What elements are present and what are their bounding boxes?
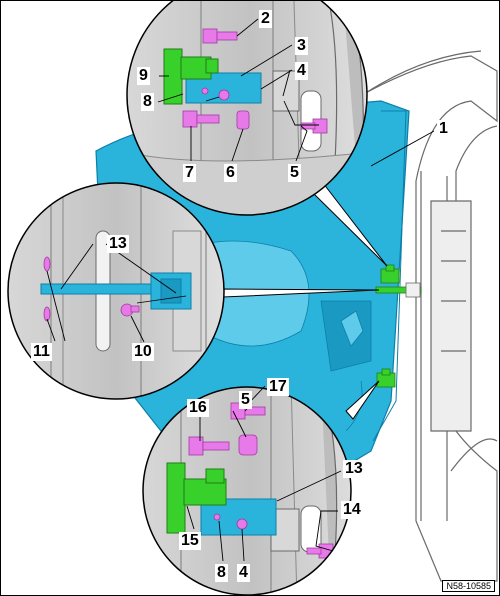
callout-13-lower: 13 (343, 460, 365, 478)
lower-hinge-detail (142, 386, 352, 595)
callout-16: 16 (187, 399, 209, 417)
callout-7: 7 (183, 164, 196, 182)
callout-8-lower: 8 (215, 564, 228, 582)
callout-8: 8 (141, 93, 154, 111)
callout-1: 1 (437, 120, 450, 138)
callout-11: 11 (31, 343, 52, 361)
callout-17: 17 (267, 378, 289, 396)
callout-5: 5 (288, 164, 301, 182)
car-body-frame (350, 50, 498, 582)
callout-14: 14 (341, 501, 363, 519)
bottom-hinge-icon (166, 462, 227, 534)
hex-bolt-icon (182, 28, 328, 134)
callout-9: 9 (137, 67, 150, 85)
top-hinge-icon (163, 48, 219, 105)
reference-code: N58-10585 (442, 580, 495, 592)
hex-bolt-icon (43, 256, 140, 322)
door-check-strap-icon (40, 272, 192, 310)
callout-13: 13 (107, 235, 129, 253)
callout-15: 15 (179, 532, 201, 550)
detail-pointers (222, 182, 388, 420)
callout-5-lower: 5 (239, 391, 252, 409)
callout-3: 3 (295, 37, 308, 55)
upper-hinge-small (380, 264, 400, 284)
callout-4-lower: 4 (237, 564, 250, 582)
callout-10: 10 (132, 343, 154, 361)
callout-6: 6 (224, 164, 237, 182)
check-strap-detail (7, 182, 225, 400)
callout-2: 2 (259, 10, 272, 28)
lower-hinge-small (376, 368, 396, 388)
callout-4: 4 (295, 62, 308, 80)
